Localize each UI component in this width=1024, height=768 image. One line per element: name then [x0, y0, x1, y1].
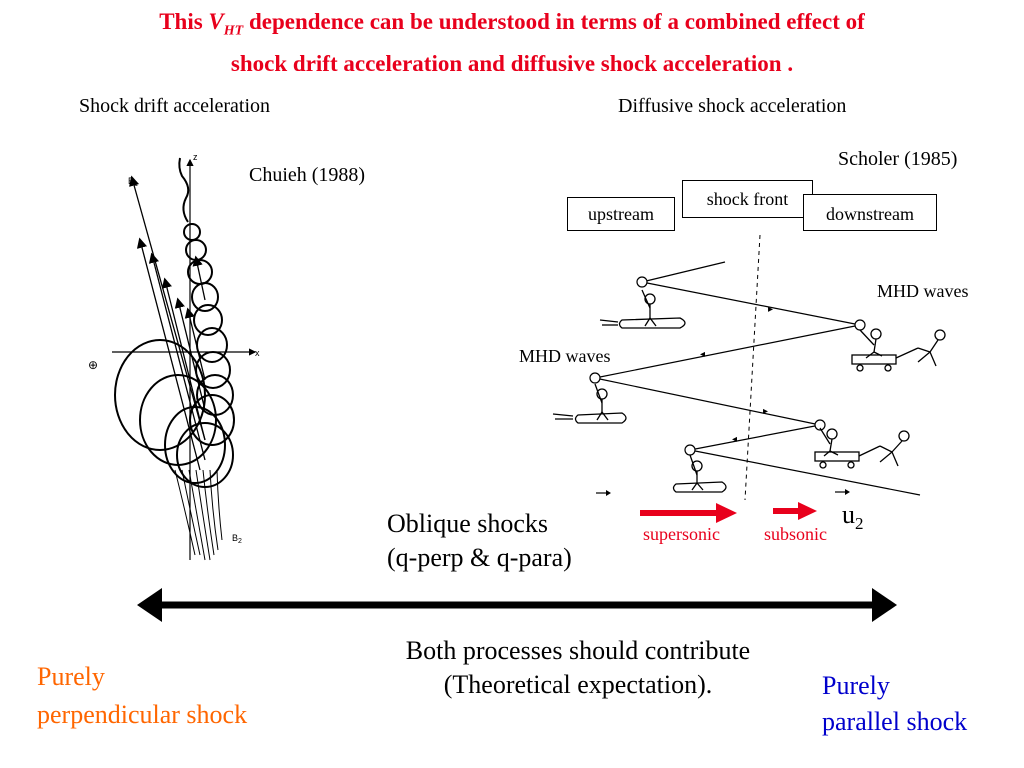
supersonic-label: supersonic [643, 524, 720, 544]
flow-arrows [596, 489, 850, 523]
citation-scholer: Scholer (1985) [838, 148, 958, 170]
title-line-2: shock drift acceleration and diffusive s… [230, 50, 794, 76]
citation-chuieh: Chuieh (1988) [249, 164, 366, 186]
shock-front-box: shock front [682, 180, 813, 218]
surfer-1 [599, 289, 686, 329]
b2-field-lines [174, 469, 223, 561]
heading-diffusive: Diffusive shock acceleration [618, 95, 847, 117]
upstream-box: upstream [567, 197, 675, 231]
title-v-symbol: V [208, 9, 224, 34]
both-processes-line-1: Both processes should contribute [405, 636, 751, 665]
both-processes-line-2: (Theoretical expectation). [443, 670, 713, 699]
path-arrow-3: ▸ [763, 406, 768, 417]
para-line-1: Purely [822, 671, 890, 700]
path-arrow-1: ▸ [768, 304, 773, 315]
surfer-3 [672, 454, 727, 493]
surfer-figures [552, 289, 946, 493]
particle-balls [589, 276, 866, 456]
mhd-waves-right-label: MHD waves [877, 281, 969, 301]
title-post: dependence can be understood in terms of… [243, 9, 865, 34]
purely-perpendicular-label: Purely perpendicular shock [37, 658, 247, 734]
mhd-waves-left-label: MHD waves [519, 346, 611, 366]
path-arrow-4: ◂ [732, 434, 737, 445]
surfer-2 [552, 383, 627, 424]
b2-label: B2 [232, 533, 242, 545]
z-axis-label: z [193, 152, 198, 162]
skater-2 [814, 427, 910, 469]
particle-orbit [114, 157, 235, 488]
ion-symbol: ⊕ [88, 358, 98, 372]
purely-parallel-label: Purely parallel shock [822, 668, 967, 740]
downstream-box: downstream [803, 194, 937, 231]
slide-title: This VHT dependence can be understood in… [40, 6, 984, 80]
subsonic-label: subsonic [764, 524, 827, 544]
u2-label: u2 [842, 500, 864, 534]
skater-1 [851, 328, 946, 372]
x-axis-label: x [255, 348, 260, 358]
title-v-subscript: HT [223, 23, 244, 39]
title-pre: This [159, 9, 209, 34]
perp-line-2: perpendicular shock [37, 700, 248, 729]
oblique-line-1: Oblique shocks [387, 509, 549, 538]
oblique-shocks-label: Oblique shocks (q-perp & q-para) [387, 507, 572, 575]
path-arrow-2: ◂ [700, 349, 705, 360]
para-line-2: parallel shock [822, 707, 968, 736]
title-line-1: This VHT dependence can be understood in… [40, 6, 984, 48]
b1-field-lines [129, 175, 206, 471]
particle-path [594, 261, 921, 496]
b1-label: B1 [128, 176, 138, 188]
oblique-line-2: (q-perp & q-para) [387, 543, 572, 572]
both-processes-text: Both processes should contribute (Theore… [318, 634, 838, 702]
perp-line-1: Purely [37, 662, 105, 691]
heading-shock-drift: Shock drift acceleration [79, 95, 271, 117]
